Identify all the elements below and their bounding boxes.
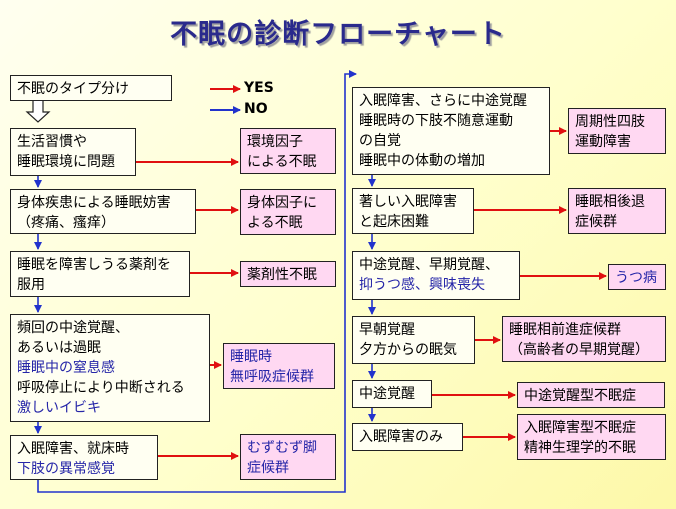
right-step-4-line-1: 早朝覚醒 <box>359 322 415 338</box>
right-step-3-line-1: 中途覚醒、早期覚醒、 <box>359 257 499 273</box>
left-result-5: むずむず脚 症候群 <box>240 434 336 480</box>
start-hollow-arrow <box>25 99 51 123</box>
right-step-2-line-1: 著しい入眠障害 <box>359 194 457 210</box>
left-step-4-line-4: 呼吸停止により中断される <box>17 380 185 396</box>
page-title: 不眠の診断フローチャート <box>170 19 506 50</box>
right-result-3: うつ病 <box>608 264 666 290</box>
left-step-5-line-1: 入眠障害、就床時 <box>17 441 129 457</box>
left-result-2-line-2: よる不眠 <box>247 215 303 231</box>
left-result-4-line-1: 睡眠時 <box>230 349 272 365</box>
left-step-3: 睡眠を障害しうる薬剤を 服用 <box>10 251 190 297</box>
right-step-5-line-1: 中途覚醒 <box>359 386 415 402</box>
right-step-1-line-3: の自覚 <box>359 133 401 149</box>
right-step-1-line-2: 睡眠時の下肢不随意運動 <box>359 113 513 129</box>
right-step-1-line-1: 入眠障害、さらに中途覚醒 <box>359 93 527 109</box>
right-result-2: 睡眠相後退 症候群 <box>568 188 666 234</box>
right-step-4-line-2: 夕方からの眠気 <box>359 342 457 358</box>
left-step-5-line-2: 下肢の異常感覚 <box>17 461 115 477</box>
left-result-2-line-1: 身体因子に <box>247 195 317 211</box>
left-step-2: 身体疾患による睡眠妨害 （疼痛、瘙痒） <box>10 189 196 234</box>
right-step-4: 早朝覚醒 夕方からの眠気 <box>352 316 475 364</box>
left-step-5: 入眠障害、就床時 下肢の異常感覚 <box>10 435 158 480</box>
right-result-6-line-2: 精神生理学的不眠 <box>524 440 636 456</box>
right-step-6: 入眠障害のみ <box>352 423 463 451</box>
left-result-4-line-2: 無呼吸症候群 <box>230 369 314 385</box>
left-step-3-line-1: 睡眠を障害しうる薬剤を <box>17 257 171 273</box>
left-step-4-line-2: あるいは過眠 <box>17 340 101 356</box>
right-step-3: 中途覚醒、早期覚醒、 抑うつ感、興味喪失 <box>352 251 520 300</box>
left-step-1-line-2: 睡眠環境に問題 <box>17 154 115 170</box>
right-result-2-line-2: 症候群 <box>575 214 617 230</box>
right-step-1: 入眠障害、さらに中途覚醒 睡眠時の下肢不随意運動 の自覚 睡眠中の体動の増加 <box>352 87 550 175</box>
left-result-5-line-2: 症候群 <box>247 460 289 476</box>
right-result-5-line-1: 中途覚醒型不眠症 <box>524 388 636 404</box>
right-result-2-line-1: 睡眠相後退 <box>575 194 645 210</box>
right-step-5: 中途覚醒 <box>352 380 432 408</box>
left-result-2: 身体因子に よる不眠 <box>240 189 336 235</box>
left-step-1: 生活習慣や 睡眠環境に問題 <box>10 128 136 176</box>
right-result-4: 睡眠相前進症候群 （高齢者の早期覚醒） <box>502 316 666 362</box>
right-result-6: 入眠障害型不眠症 精神生理学的不眠 <box>517 414 666 460</box>
right-result-1: 周期性四肢 運動障害 <box>568 108 666 154</box>
left-result-3-line-1: 薬剤性不眠 <box>247 267 317 283</box>
left-result-5-line-1: むずむず脚 <box>247 440 317 456</box>
left-result-3: 薬剤性不眠 <box>240 261 336 287</box>
right-result-5: 中途覚醒型不眠症 <box>517 382 665 408</box>
left-step-4-line-3: 睡眠中の窒息感 <box>17 360 115 376</box>
left-result-1-line-2: による不眠 <box>247 154 317 170</box>
right-result-3-line-1: うつ病 <box>615 270 657 286</box>
left-step-4-line-5: 激しいイビキ <box>17 400 101 416</box>
right-step-6-line-1: 入眠障害のみ <box>359 429 443 445</box>
left-step-2-line-1: 身体疾患による睡眠妨害 <box>17 195 171 211</box>
left-step-3-line-2: 服用 <box>17 277 45 293</box>
right-result-1-line-1: 周期性四肢 <box>575 114 645 130</box>
right-step-1-line-4: 睡眠中の体動の増加 <box>359 153 485 169</box>
left-step-4: 頻回の中途覚醒、 あるいは過眠 睡眠中の窒息感 呼吸停止により中断される 激しい… <box>10 314 210 422</box>
legend-yes-label: YES <box>244 80 274 96</box>
right-step-2: 著しい入眠障害 と起床困難 <box>352 188 474 234</box>
left-step-2-line-2: （疼痛、瘙痒） <box>17 215 115 231</box>
start-box-label: 不眠のタイプ分け <box>17 81 129 97</box>
left-result-4: 睡眠時 無呼吸症候群 <box>223 343 335 389</box>
start-box: 不眠のタイプ分け <box>10 75 172 101</box>
right-result-4-line-2: （高齢者の早期覚醒） <box>509 342 649 358</box>
left-step-4-line-1: 頻回の中途覚醒、 <box>17 320 129 336</box>
right-step-3-line-2: 抑うつ感、興味喪失 <box>359 277 485 293</box>
left-result-1: 環境因子 による不眠 <box>240 128 336 174</box>
left-step-1-line-1: 生活習慣や <box>17 134 87 150</box>
right-result-1-line-2: 運動障害 <box>575 134 631 150</box>
right-result-4-line-1: 睡眠相前進症候群 <box>509 322 621 338</box>
left-result-1-line-1: 環境因子 <box>247 134 303 150</box>
legend-no-label: NO <box>244 101 268 117</box>
right-step-2-line-2: と起床困難 <box>359 214 429 230</box>
right-result-6-line-1: 入眠障害型不眠症 <box>524 420 636 436</box>
no-route-to-right-column <box>37 70 357 493</box>
